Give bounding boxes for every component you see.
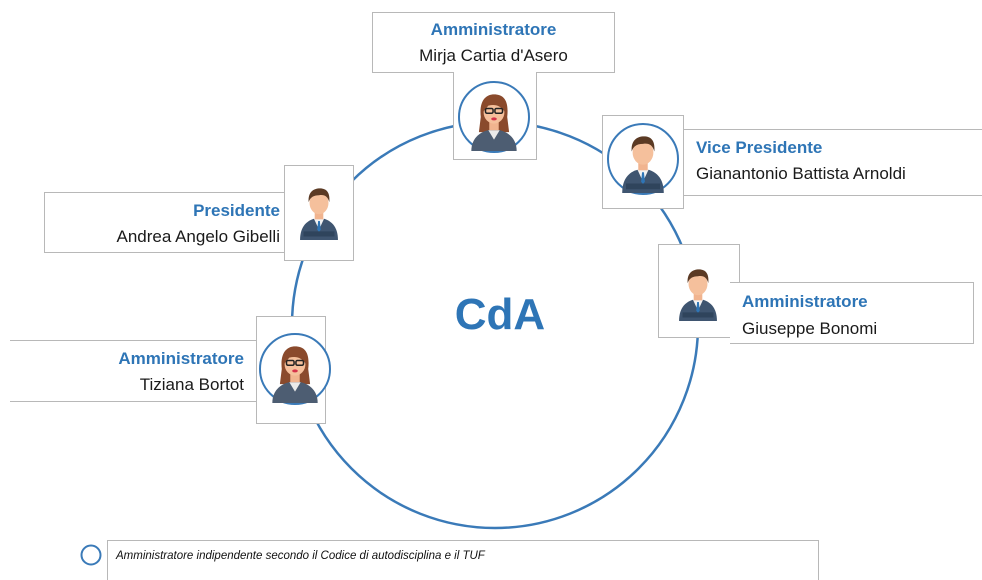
man-avatar-icon bbox=[667, 252, 729, 328]
member-role: Presidente bbox=[193, 201, 280, 220]
member-role: Amministratore bbox=[430, 20, 557, 39]
circle-outline-icon bbox=[80, 544, 102, 566]
member-name: Mirja Cartia d'Asero bbox=[419, 46, 568, 65]
man-avatar-icon bbox=[288, 173, 350, 245]
member-card-right bbox=[730, 282, 974, 344]
divider-line bbox=[10, 340, 258, 341]
center-label: CdA bbox=[454, 290, 546, 339]
divider-line bbox=[10, 401, 258, 402]
woman-avatar-icon bbox=[259, 333, 331, 405]
legend-text: Amministratore indipendente secondo il C… bbox=[116, 550, 485, 562]
member-name: Tiziana Bortot bbox=[139, 375, 244, 394]
woman-avatar-icon bbox=[458, 81, 530, 153]
divider-line bbox=[684, 195, 982, 196]
member-name: Giuseppe Bonomi bbox=[742, 319, 878, 338]
man-avatar-icon bbox=[607, 123, 679, 195]
member-card-left bbox=[44, 192, 286, 253]
member-role: Vice Presidente bbox=[696, 138, 823, 157]
divider-line bbox=[684, 129, 982, 130]
member-role: Amministratore bbox=[742, 292, 868, 311]
member-name: Gianantonio Battista Arnoldi bbox=[696, 164, 906, 183]
member-role: Amministratore bbox=[118, 349, 244, 368]
member-name: Andrea Angelo Gibelli bbox=[116, 227, 280, 246]
